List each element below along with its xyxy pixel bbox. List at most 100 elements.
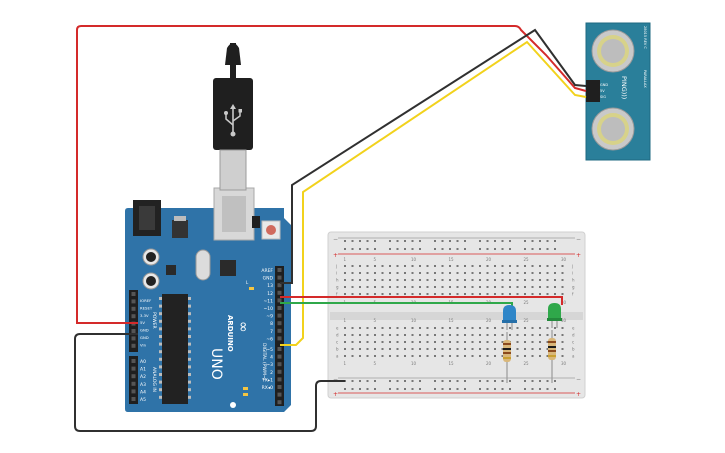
breadboard-rail-hole[interactable]: [389, 388, 391, 390]
breadboard-hole[interactable]: [479, 286, 481, 288]
breadboard-rail-hole[interactable]: [411, 248, 414, 250]
breadboard-rail-hole[interactable]: [539, 388, 541, 390]
wire-red-pin13-to-led[interactable]: [280, 296, 563, 305]
breadboard-hole[interactable]: [479, 272, 481, 274]
digital-header-pin[interactable]: [277, 290, 282, 295]
breadboard-rail-hole[interactable]: [374, 388, 376, 390]
breadboard-rail-hole[interactable]: [546, 388, 549, 390]
breadboard-hole[interactable]: [441, 279, 444, 281]
breadboard-hole[interactable]: [396, 265, 399, 267]
breadboard-rail-hole[interactable]: [524, 380, 526, 382]
breadboard-rail-hole[interactable]: [441, 240, 444, 242]
breadboard-hole[interactable]: [351, 293, 354, 295]
breadboard-hole[interactable]: [389, 293, 391, 295]
power-header-pin[interactable]: [131, 306, 136, 311]
breadboard-hole[interactable]: [389, 279, 391, 281]
header-pins[interactable]: [131, 268, 282, 405]
breadboard-rail-hole[interactable]: [419, 388, 421, 390]
digital-header-pin[interactable]: [277, 377, 282, 382]
breadboard-hole[interactable]: [471, 265, 474, 267]
breadboard-hole[interactable]: [441, 265, 444, 267]
breadboard-hole[interactable]: [389, 334, 391, 336]
breadboard-hole[interactable]: [494, 279, 496, 281]
breadboard-hole[interactable]: [486, 334, 489, 336]
breadboard-hole[interactable]: [411, 265, 414, 267]
breadboard-hole[interactable]: [351, 355, 354, 357]
breadboard-rail-hole[interactable]: [441, 388, 444, 390]
breadboard-hole[interactable]: [561, 341, 564, 343]
breadboard-hole[interactable]: [494, 334, 496, 336]
breadboard-hole[interactable]: [494, 341, 496, 343]
breadboard-rail-hole[interactable]: [464, 240, 466, 242]
power-header-pin[interactable]: [131, 336, 136, 341]
breadboard-hole[interactable]: [554, 279, 556, 281]
breadboard-hole[interactable]: [359, 279, 361, 281]
breadboard-hole[interactable]: [539, 293, 541, 295]
breadboard-hole[interactable]: [419, 293, 421, 295]
breadboard-hole[interactable]: [419, 265, 421, 267]
breadboard-rail-hole[interactable]: [366, 380, 369, 382]
analog-header-pin[interactable]: [131, 389, 136, 394]
breadboard-rail-hole[interactable]: [494, 248, 496, 250]
breadboard-hole[interactable]: [561, 348, 564, 350]
breadboard-rail-hole[interactable]: [351, 380, 354, 382]
breadboard-hole[interactable]: [411, 279, 414, 281]
wire-red-5v-to-sensor[interactable]: [76, 25, 587, 324]
breadboard-rail-hole[interactable]: [539, 240, 541, 242]
breadboard-hole[interactable]: [441, 272, 444, 274]
breadboard-rail-hole[interactable]: [546, 380, 549, 382]
breadboard-hole[interactable]: [516, 327, 519, 329]
breadboard-hole[interactable]: [366, 272, 369, 274]
breadboard-hole[interactable]: [449, 348, 451, 350]
breadboard-hole[interactable]: [494, 355, 496, 357]
breadboard-hole[interactable]: [441, 355, 444, 357]
breadboard-rail-hole[interactable]: [344, 240, 346, 242]
breadboard-hole[interactable]: [366, 327, 369, 329]
breadboard-rail-hole[interactable]: [539, 248, 541, 250]
breadboard-hole[interactable]: [524, 355, 526, 357]
breadboard-hole[interactable]: [539, 348, 541, 350]
breadboard-hole[interactable]: [471, 327, 474, 329]
breadboard-hole[interactable]: [374, 286, 376, 288]
breadboard-hole[interactable]: [374, 355, 376, 357]
breadboard-hole[interactable]: [441, 327, 444, 329]
breadboard-rail-hole[interactable]: [456, 240, 459, 242]
breadboard-rail-hole[interactable]: [396, 388, 399, 390]
breadboard-hole[interactable]: [494, 286, 496, 288]
breadboard-rail-hole[interactable]: [351, 388, 354, 390]
breadboard-hole[interactable]: [449, 286, 451, 288]
breadboard-hole[interactable]: [426, 272, 429, 274]
digital-header-pin[interactable]: [277, 347, 282, 351]
breadboard-hole[interactable]: [471, 286, 474, 288]
breadboard-hole[interactable]: [426, 341, 429, 343]
breadboard-hole[interactable]: [389, 355, 391, 357]
breadboard-hole[interactable]: [509, 293, 511, 295]
breadboard-hole[interactable]: [389, 286, 391, 288]
breadboard-hole[interactable]: [344, 293, 346, 295]
breadboard-hole[interactable]: [396, 341, 399, 343]
breadboard-hole[interactable]: [524, 272, 526, 274]
breadboard-hole[interactable]: [449, 341, 451, 343]
breadboard-hole[interactable]: [441, 286, 444, 288]
breadboard-hole[interactable]: [449, 334, 451, 336]
breadboard-rail-hole[interactable]: [449, 240, 451, 242]
breadboard-rail-hole[interactable]: [501, 388, 504, 390]
breadboard-hole[interactable]: [516, 341, 519, 343]
breadboard-hole[interactable]: [471, 279, 474, 281]
breadboard-rail-hole[interactable]: [494, 380, 496, 382]
breadboard-hole[interactable]: [516, 334, 519, 336]
breadboard-hole[interactable]: [374, 279, 376, 281]
breadboard-hole[interactable]: [471, 348, 474, 350]
breadboard-hole[interactable]: [381, 279, 384, 281]
breadboard-hole[interactable]: [426, 355, 429, 357]
breadboard-hole[interactable]: [561, 265, 564, 267]
analog-header-pin[interactable]: [131, 381, 136, 386]
breadboard-hole[interactable]: [486, 286, 489, 288]
breadboard-hole[interactable]: [351, 279, 354, 281]
breadboard-hole[interactable]: [456, 348, 459, 350]
breadboard-rail-hole[interactable]: [366, 240, 369, 242]
breadboard-hole[interactable]: [479, 327, 481, 329]
breadboard-hole[interactable]: [419, 348, 421, 350]
breadboard-hole[interactable]: [449, 272, 451, 274]
